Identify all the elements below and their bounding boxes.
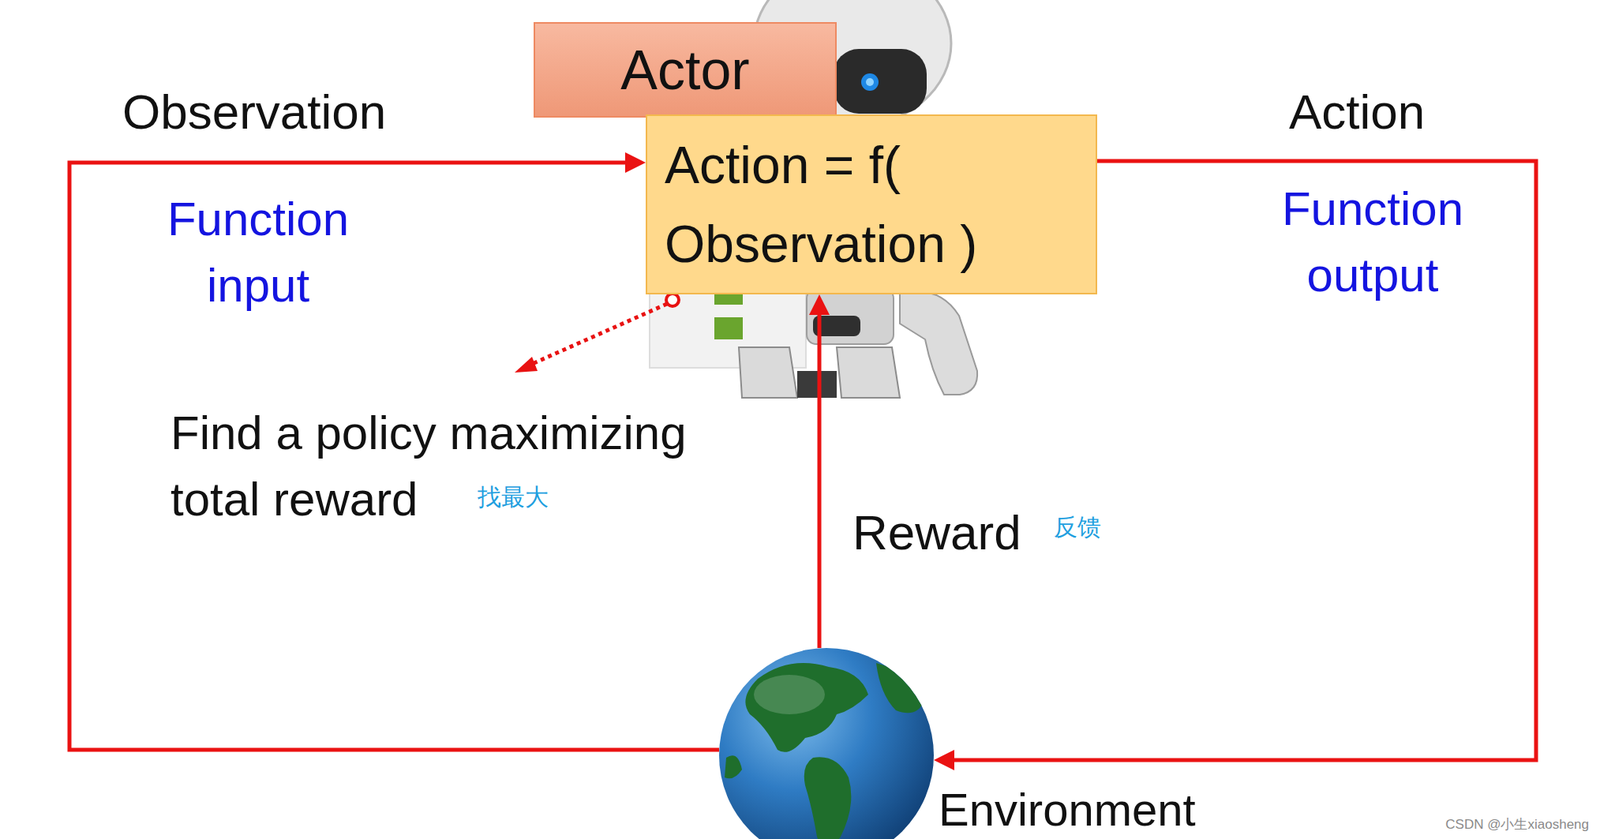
robot-leg [738,347,798,398]
chinese-note: 找最大 [477,483,549,512]
node-text: Environment [938,785,1196,835]
robot-eye [861,73,879,91]
function-output-note: Function output [1230,176,1515,309]
action-label: Action [1288,84,1425,140]
node-text: Actor [620,38,750,102]
robot-arm [899,291,978,395]
robot-eye-glint [865,78,874,87]
arrow-head [809,294,830,315]
continent [804,756,852,839]
globe [719,648,934,839]
function-box: Action = f( Observation ) [645,114,1098,295]
continents [724,663,924,839]
observation-label: Observation [122,84,386,140]
chinese-note: 反馈 [1053,513,1102,542]
environment-globe: Environment [719,648,934,839]
green-square [714,317,743,340]
pointer-arrow [514,293,679,373]
globe-sea [719,648,934,839]
robot-body [649,288,978,398]
pointer-head [514,356,538,373]
continent [876,663,924,713]
pointer-dot [666,293,679,307]
connector-arrow [809,294,830,649]
arrow-head [933,749,955,771]
node-text: Action = f( Observation ) [664,125,1079,284]
continent [745,663,869,753]
robot-visor [833,48,927,114]
robot-joint [797,370,837,398]
watermark: CSDN @小生xiaosheng [1445,816,1589,833]
connector-line [817,311,822,649]
actor-box: Actor [533,22,837,118]
arrow-head [625,152,646,173]
continent [724,755,742,779]
pointer-line [530,303,667,365]
function-input-note: Function input [123,186,393,319]
goal-note: Find a policy maximizing total reward [170,400,755,533]
robot-leg [836,347,900,398]
reward-label: Reward [852,505,1022,561]
globe-shine [753,674,825,715]
